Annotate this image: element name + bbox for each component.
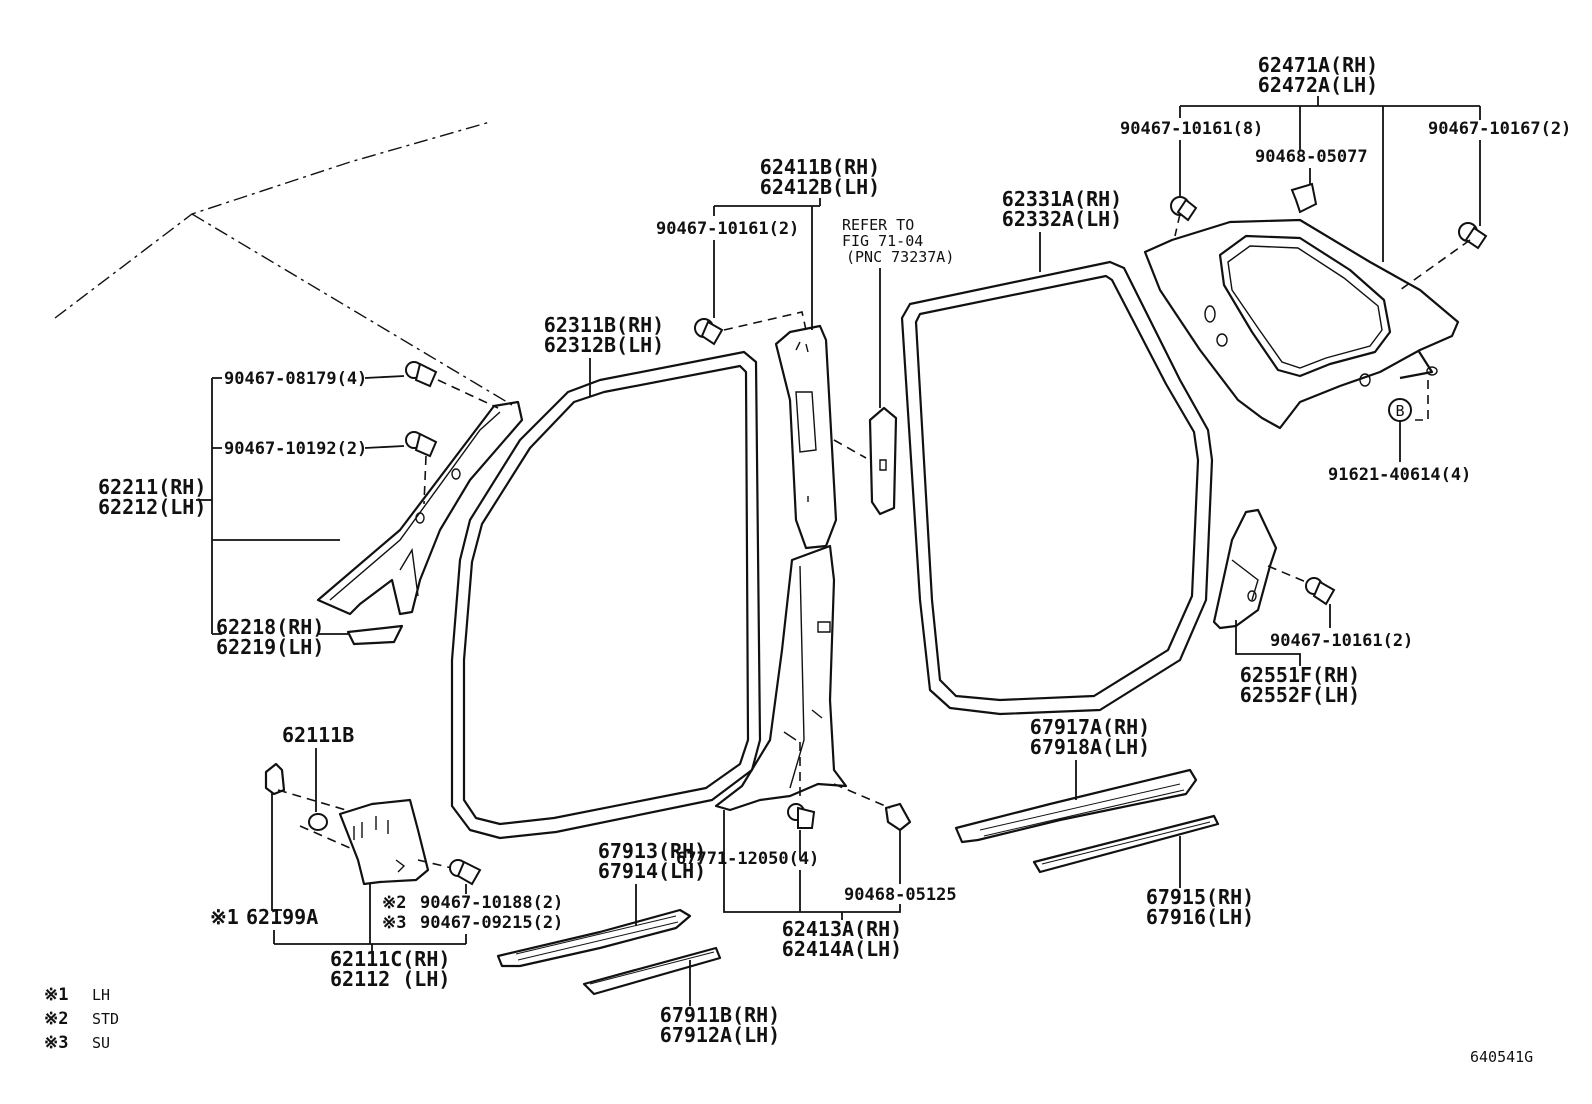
label-62412b: 62412B(LH) bbox=[760, 175, 880, 199]
clip-bracket bbox=[884, 802, 912, 832]
rear-scuff-group: 67917A(RH) 67918A(LH) 67915(RH) 67916(LH… bbox=[954, 715, 1254, 929]
front-pillar-panel bbox=[316, 400, 524, 616]
refer-line2: FIG 71-04 bbox=[842, 232, 923, 250]
clip-icon bbox=[1305, 577, 1336, 606]
rear-pillar-lower-group: 90467-10161(2) 62551F(RH) 62552F(LH) bbox=[1212, 508, 1413, 707]
note-mark-3: ※3 bbox=[44, 1033, 68, 1053]
diagram-code: 640541G bbox=[1470, 1048, 1533, 1066]
label-67916: 67916(LH) bbox=[1146, 905, 1254, 929]
roof-outline bbox=[54, 121, 513, 406]
pillar-garnish-piece bbox=[346, 624, 404, 646]
front-pillar-group: 90467-08179(4) 90467-10192(2) 62211(RH) … bbox=[98, 361, 524, 659]
label-62211: 62211(RH) bbox=[98, 475, 206, 499]
label-91621-40614: 91621-40614(4) bbox=[1328, 465, 1471, 485]
mark-90467-09215: ※3 bbox=[382, 913, 406, 933]
label-62312b: 62312B(LH) bbox=[544, 333, 664, 357]
refer-line3: (PNC 73237A) bbox=[846, 248, 954, 266]
center-pillar-upper-panel bbox=[774, 324, 838, 550]
label-67912a: 67912A(LH) bbox=[660, 1023, 780, 1047]
front-scuff-plate-inner bbox=[582, 946, 722, 996]
label-90467-09215: 90467-09215(2) bbox=[420, 913, 563, 933]
label-62212: 62212(LH) bbox=[98, 495, 206, 519]
cowl-side-panel bbox=[338, 798, 430, 886]
mark-90467-10188: ※2 bbox=[382, 893, 406, 913]
mark-62199a: ※1 bbox=[210, 905, 239, 929]
label-90468-05077: 90468-05077 bbox=[1255, 147, 1368, 167]
clip-icon bbox=[1458, 222, 1488, 250]
quarter-trim-panel bbox=[1143, 218, 1460, 430]
front-scuff-plate bbox=[496, 908, 692, 968]
rear-weatherstrip-group: 62331A(RH) 62332A(LH) bbox=[900, 187, 1214, 716]
label-90467-10161-2a: 90467-10161(2) bbox=[656, 219, 799, 239]
callout-b-letter: B bbox=[1395, 402, 1404, 420]
cowl-bracket bbox=[264, 762, 286, 796]
label-67918a: 67918A(LH) bbox=[1030, 735, 1150, 759]
front-weatherstrip-group: 62311B(RH) 62312B(LH) bbox=[450, 313, 762, 840]
clip-icon bbox=[405, 431, 438, 458]
label-62472a: 62472A(LH) bbox=[1258, 73, 1378, 97]
quarter-window-opening bbox=[1218, 234, 1392, 378]
label-90467-10161-2b: 90467-10161(2) bbox=[1270, 631, 1413, 651]
label-67913: 67913(RH) bbox=[598, 839, 706, 863]
quarter-trim-group: 62471A(RH) 62472A(LH) 90467-10161(8) 904… bbox=[1120, 53, 1571, 485]
clip-icon bbox=[787, 803, 816, 829]
label-62218: 62218(RH) bbox=[216, 615, 324, 639]
label-62331a: 62331A(RH) bbox=[1002, 187, 1122, 211]
label-90468-05125: 90468-05125 bbox=[844, 885, 957, 905]
label-67917a: 67917A(RH) bbox=[1030, 715, 1150, 739]
label-62311b: 62311B(RH) bbox=[544, 313, 664, 337]
seat-belt-cover bbox=[868, 406, 898, 516]
label-62552f: 62552F(LH) bbox=[1240, 683, 1360, 707]
refer-line1: REFER TO bbox=[842, 216, 914, 234]
clip-icon bbox=[694, 318, 724, 346]
rear-scuff-plate bbox=[954, 768, 1198, 844]
clip-icon bbox=[405, 361, 438, 388]
grommet-icon bbox=[308, 813, 328, 831]
label-62111c: 62111C(RH) bbox=[330, 947, 450, 971]
front-door-weatherstrip bbox=[450, 350, 762, 840]
label-67915: 67915(RH) bbox=[1146, 885, 1254, 909]
label-62471a: 62471A(RH) bbox=[1258, 53, 1378, 77]
rear-scuff-plate-inner bbox=[1032, 814, 1220, 874]
label-62219: 62219(LH) bbox=[216, 635, 324, 659]
label-67911b: 67911B(RH) bbox=[660, 1003, 780, 1027]
front-scuff-group: 67913(RH) 67914(LH) 67911B(RH) 67912A(LH… bbox=[496, 839, 780, 1047]
note-text-1: LH bbox=[92, 986, 110, 1004]
note-mark-2: ※2 bbox=[44, 1009, 68, 1029]
cowl-side-group: 62111B ※1 62199A ※2 90467-10188(2) ※3 90… bbox=[210, 723, 563, 991]
label-90467-10161-8: 90467-10161(8) bbox=[1120, 119, 1263, 139]
clip-icon bbox=[449, 859, 482, 886]
note-text-3: SU bbox=[92, 1034, 110, 1052]
clip-icon bbox=[1290, 182, 1318, 214]
label-62413a: 62413A(RH) bbox=[782, 917, 902, 941]
label-62551f: 62551F(RH) bbox=[1240, 663, 1360, 687]
clip-icon bbox=[1170, 196, 1198, 222]
rear-door-weatherstrip bbox=[900, 260, 1214, 716]
center-pillar-lower-group: 67771-12050(4) 90468-05125 62413A(RH) 62… bbox=[676, 544, 957, 961]
label-90467-10188: 90467-10188(2) bbox=[420, 893, 563, 913]
label-62112: 62112 (LH) bbox=[330, 967, 450, 991]
label-67914: 67914(LH) bbox=[598, 859, 706, 883]
label-67771-12050: 67771-12050(4) bbox=[676, 849, 819, 869]
center-pillar-upper-group: 62411B(RH) 62412B(LH) 90467-10161(2) REF… bbox=[656, 155, 954, 550]
label-62414a: 62414A(LH) bbox=[782, 937, 902, 961]
note-text-2: STD bbox=[92, 1010, 119, 1028]
rear-pillar-lower-panel bbox=[1212, 508, 1278, 630]
center-pillar-lower-panel bbox=[714, 544, 848, 812]
note-mark-1: ※1 bbox=[44, 985, 68, 1005]
label-62332a: 62332A(LH) bbox=[1002, 207, 1122, 231]
label-90467-10192: 90467-10192(2) bbox=[224, 439, 367, 459]
label-62411b: 62411B(RH) bbox=[760, 155, 880, 179]
notes-legend: ※1 LH ※2 STD ※3 SU bbox=[44, 985, 119, 1053]
label-90467-10167-2: 90467-10167(2) bbox=[1428, 119, 1571, 139]
label-90467-08179: 90467-08179(4) bbox=[224, 369, 367, 389]
label-62111b: 62111B bbox=[282, 723, 354, 747]
label-62199a: 62199A bbox=[246, 905, 318, 929]
